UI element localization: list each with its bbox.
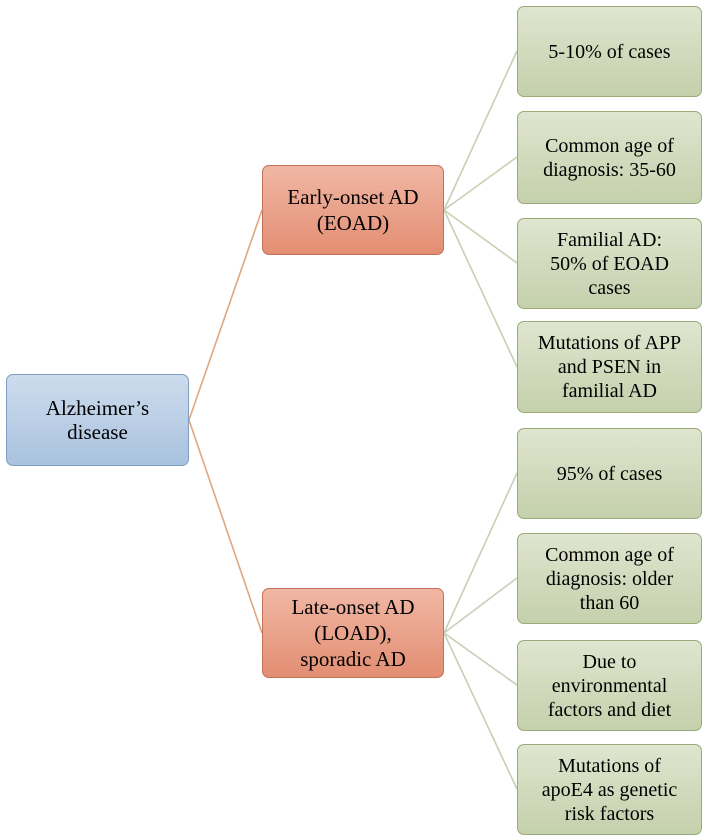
leaf-node-load-prevalence: 95% of cases — [517, 428, 702, 519]
root-connectors — [188, 209, 263, 634]
leaf-node-load-age: Common age of diagnosis: older than 60 — [517, 533, 702, 624]
late-leaf-connectors — [443, 472, 518, 790]
branch-node-late-onset: Late-onset AD (LOAD), sporadic AD — [262, 588, 444, 678]
connector-late-to-leaf-6 — [443, 632, 518, 686]
connector-early-to-leaf-1 — [443, 156, 518, 211]
leaf-node-load-environment: Due to environmental factors and diet — [517, 640, 702, 731]
connector-early-to-leaf-3 — [443, 209, 518, 368]
leaf-node-label: Due to environmental factors and diet — [547, 650, 672, 721]
connector-early-to-leaf-0 — [443, 50, 518, 211]
leaf-node-eoad-prevalence: 5-10% of cases — [517, 6, 702, 97]
leaf-node-label: Mutations of APP and PSEN in familial AD — [537, 332, 682, 402]
leaf-node-label: Familial AD: 50% of EOAD cases — [550, 228, 669, 299]
early-leaf-connectors — [443, 50, 518, 368]
connector-early-to-leaf-2 — [443, 209, 518, 264]
root-node-label: Alzheimer’s disease — [45, 396, 150, 444]
connector-root-to-early — [188, 209, 263, 421]
leaf-node-eoad-age: Common age of diagnosis: 35-60 — [517, 111, 702, 204]
leaf-node-label: Mutations of apoE4 as genetic risk facto… — [541, 754, 678, 825]
leaf-node-label: Common age of diagnosis: older than 60 — [545, 543, 674, 614]
leaf-node-label: 95% of cases — [556, 462, 663, 485]
leaf-node-load-apoe4: Mutations of apoE4 as genetic risk facto… — [517, 744, 702, 835]
connector-late-to-leaf-7 — [443, 632, 518, 790]
leaf-node-eoad-mutations: Mutations of APP and PSEN in familial AD — [517, 321, 702, 413]
leaf-node-label: Common age of diagnosis: 35-60 — [543, 134, 676, 181]
branch-node-early-onset: Early-onset AD (EOAD) — [262, 165, 444, 255]
leaf-node-label: 5-10% of cases — [548, 40, 671, 63]
branch-node-label: Early-onset AD (EOAD) — [287, 185, 419, 235]
connector-late-to-leaf-4 — [443, 472, 518, 634]
connector-root-to-late — [188, 419, 263, 634]
leaf-node-eoad-familial: Familial AD: 50% of EOAD cases — [517, 218, 702, 309]
root-node-alzheimers-disease: Alzheimer’s disease — [6, 374, 189, 466]
connector-late-to-leaf-5 — [443, 577, 518, 634]
branch-node-label: Late-onset AD (LOAD), sporadic AD — [291, 595, 415, 671]
